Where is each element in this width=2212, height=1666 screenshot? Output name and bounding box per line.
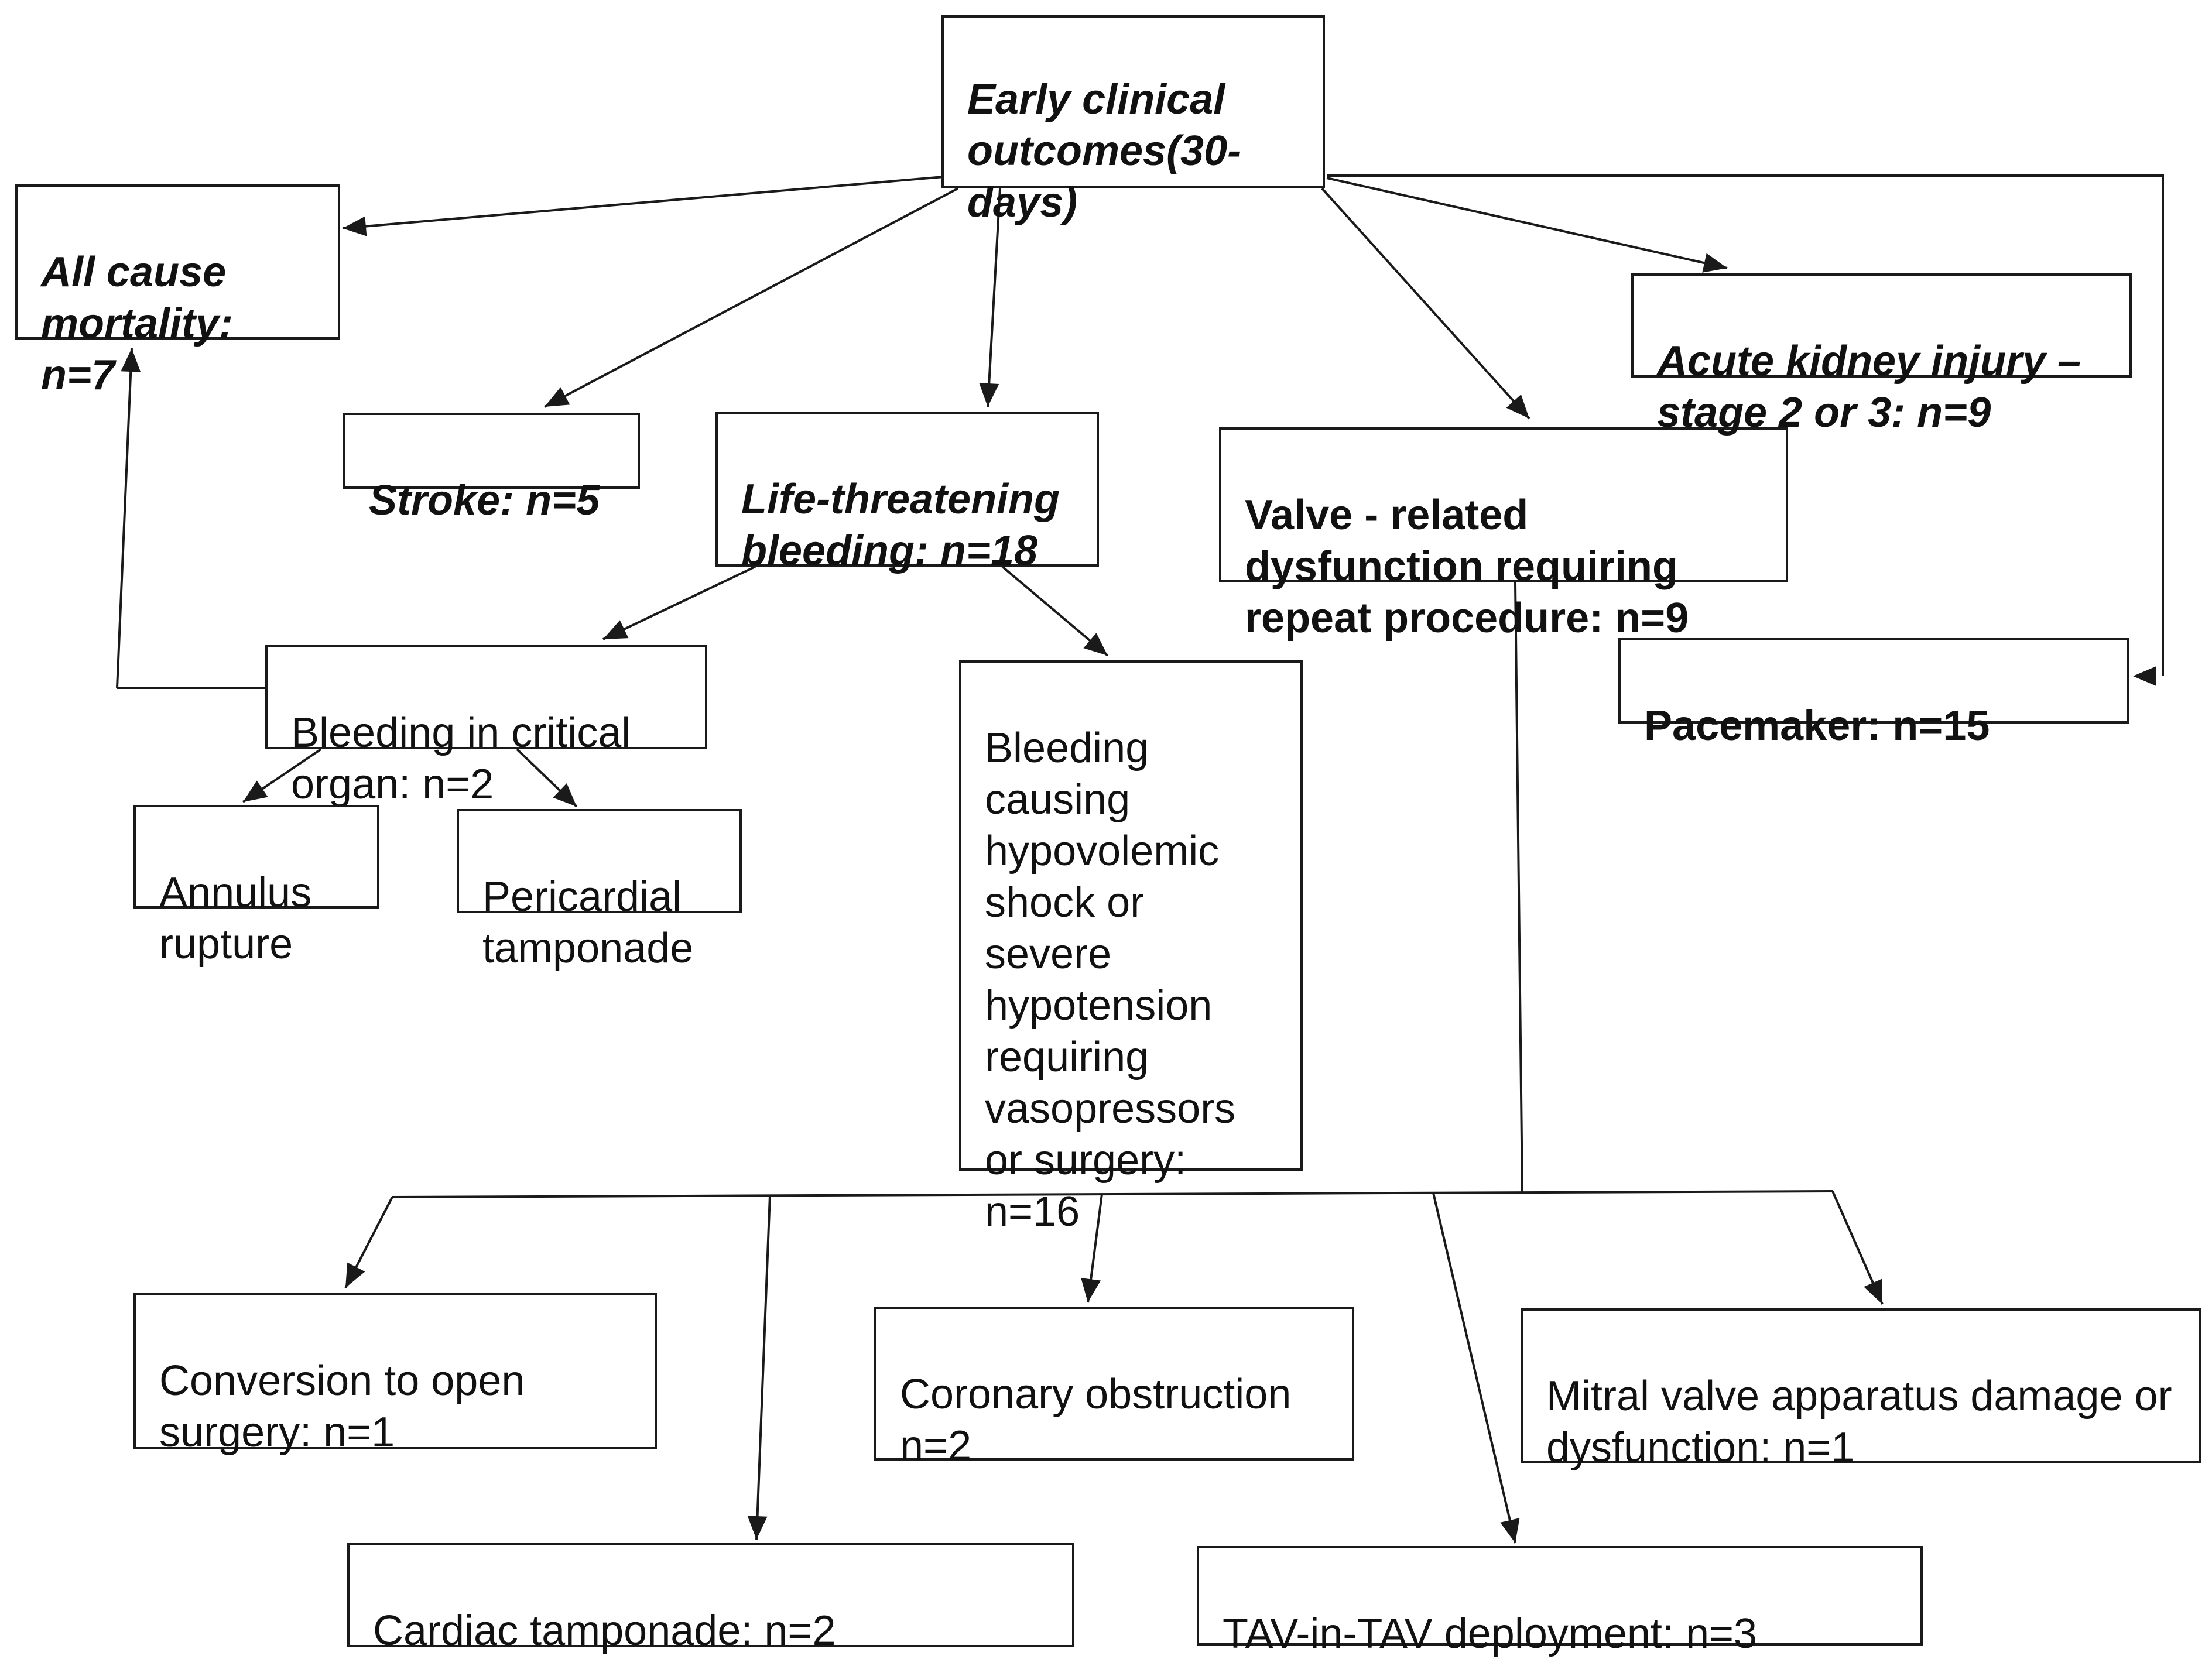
cardiac-tamponade-node: Cardiac tamponade: n=2 <box>347 1543 1074 1654</box>
arrow-critical-to-mortality-arrowhead <box>121 348 141 372</box>
acute-kidney-injury-label: Acute kidney injury – stage 2 or 3: n=9 <box>1657 338 2081 436</box>
valve-related-label: Valve - related dysfunction requiring re… <box>1245 492 1689 642</box>
arrow-root-to-bleeding-arrowhead <box>979 383 999 407</box>
arrow-critical-to-annulus-arrowhead <box>243 780 268 802</box>
arrow-critical-to-pericardial-arrowhead <box>553 783 577 807</box>
arrow-valve-to-conversion-arrowhead <box>345 1262 365 1288</box>
pacemaker-node: Pacemaker: n=15 <box>1618 638 2129 749</box>
arrow-valve-to-tav-line <box>1432 1192 1516 1544</box>
connector-valve-trunk <box>1514 582 1523 1195</box>
connector-valve-bar <box>392 1190 1833 1198</box>
acute-kidney-injury-node: Acute kidney injury – stage 2 or 3: n=9 <box>1631 273 2132 436</box>
coronary-obstruction-label: Coronary obstruction n=2 <box>900 1371 1292 1469</box>
arrow-root-to-bleeding-line <box>987 188 1001 407</box>
arrows <box>116 174 2164 1544</box>
pacemaker-label: Pacemaker <box>1644 702 1867 749</box>
arrow-root-to-mortality-arrowhead <box>343 216 367 236</box>
stroke-label: Stroke: n=5 <box>369 477 600 524</box>
bleeding-hypovolemic-node: Bleeding causing hypovolemic shock or se… <box>959 660 1303 1235</box>
arrow-valve-to-coronary-arrowhead <box>1081 1278 1101 1302</box>
arrow-valve-to-tav-arrowhead <box>1500 1518 1520 1543</box>
valve-related-node: Valve - related dysfunction requiring re… <box>1219 427 1788 642</box>
arrow-root-to-aki-arrowhead <box>1702 253 1727 273</box>
life-threatening-bleeding-node: Life-threatening bleeding: n=18 <box>715 412 1099 574</box>
root-node: Early clinical outcomes(30-days) <box>941 15 1325 226</box>
arrow-root-to-stroke-arrowhead <box>545 387 570 407</box>
arrow-root-to-valve-arrowhead <box>1506 394 1529 419</box>
arrow-root-to-valve-line <box>1321 187 1530 420</box>
annulus-rupture-label: Annulus rupture <box>159 869 312 968</box>
arrow-valve-to-mitral-arrowhead <box>1864 1278 1882 1304</box>
all-cause-mortality-label: All cause mortality: n=7 <box>41 249 234 399</box>
bleeding-critical-organ-label: Bleeding in critical organ: n=2 <box>291 709 631 808</box>
all-cause-mortality-node: All cause mortality: n=7 <box>15 184 340 399</box>
arrow-bleeding-to-critical-arrowhead <box>603 620 629 639</box>
root-label: Early clinical outcomes(30-days) <box>967 76 1242 226</box>
pacemaker-value: : n=15 <box>1867 702 1990 749</box>
bleeding-hypovolemic-label: Bleeding causing hypovolemic shock or se… <box>985 725 1236 1235</box>
arrow-bleeding-to-critical-line <box>602 565 756 640</box>
cardiac-tamponade-label: Cardiac tamponade: n=2 <box>373 1607 836 1654</box>
arrow-root-to-mortality-line <box>342 176 944 229</box>
arrow-bleeding-to-hypovolemic-arrowhead <box>1083 633 1108 656</box>
mitral-valve-damage-label: Mitral valve apparatus damage or dysfunc… <box>1546 1373 2172 1471</box>
stroke-node: Stroke: n=5 <box>343 413 640 524</box>
arrow-root-to-aki-line <box>1326 177 1728 269</box>
connector-root-to-pacemaker <box>1327 174 2164 676</box>
arrow-root-to-pacemaker-arrowhead <box>2133 666 2156 686</box>
life-threatening-bleeding-label: Life-threatening bleeding: n=18 <box>741 476 1060 574</box>
pericardial-tamponade-node: Pericardial tamponade <box>457 809 742 972</box>
annulus-rupture-node: Annulus rupture <box>133 805 379 968</box>
arrow-root-to-stroke-line <box>544 187 958 408</box>
arrow-critical-to-mortality-line <box>116 348 133 688</box>
arrow-valve-to-cardiac-tamponade-line <box>755 1195 771 1540</box>
coronary-obstruction-node: Coronary obstruction n=2 <box>874 1307 1354 1469</box>
conversion-open-surgery-node: Conversion to open surgery: n=1 <box>133 1293 657 1456</box>
bleeding-critical-organ-node: Bleeding in critical organ: n=2 <box>265 645 707 808</box>
tav-in-tav-node: TAV-in-TAV deployment: n=3 <box>1197 1546 1923 1657</box>
tav-in-tav-label: TAV-in-TAV deployment: n=3 <box>1223 1610 1758 1657</box>
arrow-valve-to-cardiac-tamponade-arrowhead <box>747 1516 768 1540</box>
conversion-open-surgery-label: Conversion to open surgery: n=1 <box>159 1358 525 1456</box>
mitral-valve-damage-node: Mitral valve apparatus damage or dysfunc… <box>1521 1308 2201 1471</box>
pericardial-tamponade-label: Pericardial tamponade <box>482 873 694 972</box>
